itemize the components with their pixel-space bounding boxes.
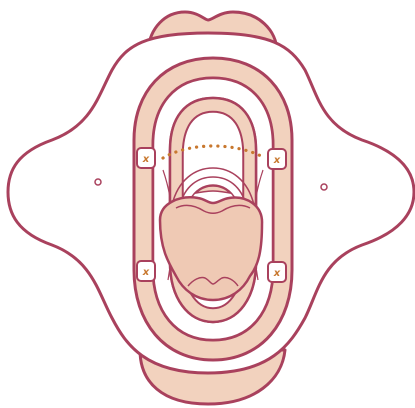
right-cheek-dot (321, 184, 327, 190)
marker-top-right: x (268, 149, 286, 169)
marker-top-left: x (137, 148, 155, 168)
marker-bottom-left-label: x (142, 267, 150, 278)
marker-bottom-right: x (268, 262, 286, 282)
left-cheek-dot (95, 179, 101, 185)
marker-top-left-label: x (142, 154, 150, 165)
marker-bottom-left: x (137, 261, 155, 281)
marker-top-right-label: x (273, 155, 281, 166)
marker-bottom-right-label: x (273, 268, 281, 279)
